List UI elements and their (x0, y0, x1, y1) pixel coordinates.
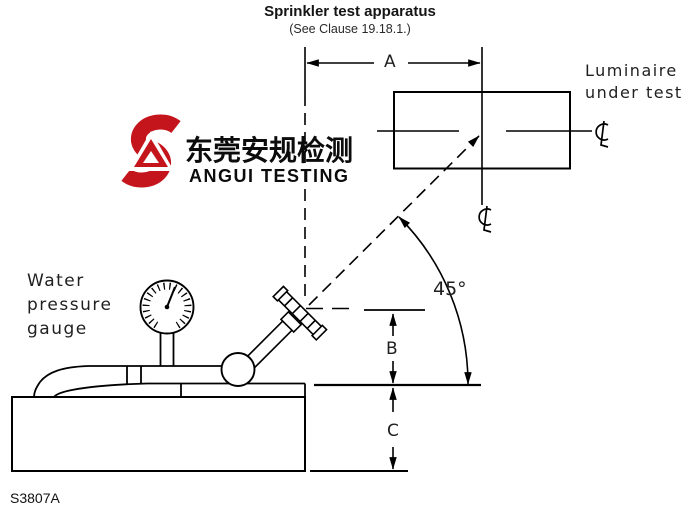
water-tank-base (11, 396, 306, 472)
label-luminaire-under-test: Luminaire under test (585, 60, 683, 104)
dim-label-b: B (386, 339, 398, 359)
sprinkler-collar (279, 310, 303, 334)
supply-pipe (33, 365, 306, 398)
spray-direction-line (308, 135, 480, 306)
dim-label-c: C (387, 421, 399, 441)
gauge-needle (166, 286, 176, 308)
centerline-icon (478, 205, 492, 233)
label-luminaire-line2: under test (585, 83, 683, 102)
dimension-a (304, 47, 483, 94)
pressure-gauge (139, 279, 195, 366)
drawing-subtitle: (See Clause 19.18.1.) (289, 22, 411, 36)
angle-label: 45° (433, 278, 467, 300)
dim-label-a: A (384, 52, 396, 72)
centerline-icon (595, 120, 609, 148)
angle-arc (398, 216, 472, 385)
watermark-latin-text: ANGUI TESTING (189, 166, 350, 186)
label-gauge-line1: Water (27, 271, 85, 291)
label-gauge-line3: gauge (27, 319, 88, 339)
drawing-title: Sprinkler test apparatus (264, 3, 436, 20)
watermark-cjk-text: 东莞安规检测 (185, 135, 354, 166)
sprinkler-head-assembly (242, 285, 328, 371)
angui-logo-icon (121, 114, 181, 188)
label-gauge-line2: pressure (27, 295, 113, 315)
figure-code: S3807A (10, 490, 60, 506)
label-luminaire-line1: Luminaire (585, 61, 678, 80)
label-water-pressure-gauge: Water pressure gauge (27, 269, 112, 341)
sprinkler-ball-joint (220, 352, 256, 387)
